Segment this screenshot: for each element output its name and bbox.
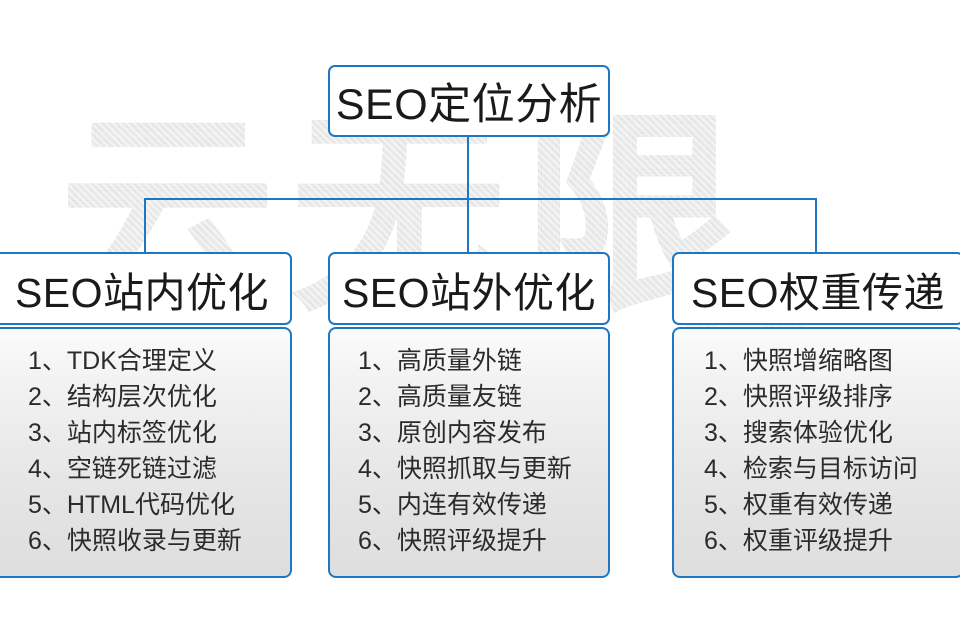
list-item: 6、快照收录与更新 xyxy=(28,527,242,555)
list-item: 2、快照评级排序 xyxy=(704,383,893,411)
list-item: 4、检索与目标访问 xyxy=(704,455,918,483)
list-item: 6、快照评级提升 xyxy=(358,527,547,555)
list-item: 2、高质量友链 xyxy=(358,383,522,411)
list-item: 5、内连有效传递 xyxy=(358,491,547,519)
column-body-weight-transfer: 1、快照增缩略图 2、快照评级排序 3、搜索体验优化 4、检索与目标访问 5、权… xyxy=(672,327,960,578)
list-item: 3、原创内容发布 xyxy=(358,419,547,447)
root-node-label: SEO定位分析 xyxy=(335,81,603,129)
list-item: 1、高质量外链 xyxy=(358,347,522,375)
list-item: 4、空链死链过滤 xyxy=(28,455,217,483)
connector-drop-middle xyxy=(467,198,469,253)
connector-root-stem xyxy=(467,136,469,200)
connector-horizontal-bus xyxy=(144,198,817,200)
list-item: 3、站内标签优化 xyxy=(28,419,217,447)
column-body-on-site: 1、TDK合理定义 2、结构层次优化 3、站内标签优化 4、空链死链过滤 5、H… xyxy=(0,327,292,578)
root-node[interactable]: SEO定位分析 xyxy=(328,65,610,137)
list-item: 4、快照抓取与更新 xyxy=(358,455,572,483)
connector-drop-right xyxy=(815,198,817,253)
column-header-label: SEO站外优化 xyxy=(341,269,597,316)
list-item: 2、结构层次优化 xyxy=(28,383,217,411)
list-item: 3、搜索体验优化 xyxy=(704,419,893,447)
column-header-weight-transfer[interactable]: SEO权重传递 xyxy=(672,252,960,325)
column-header-label: SEO权重传递 xyxy=(690,269,946,316)
column-body-off-site: 1、高质量外链 2、高质量友链 3、原创内容发布 4、快照抓取与更新 5、内连有… xyxy=(328,327,610,578)
column-header-on-site[interactable]: SEO站内优化 xyxy=(0,252,292,325)
list-item: 1、快照增缩略图 xyxy=(704,347,893,375)
list-item: 6、权重评级提升 xyxy=(704,527,893,555)
connector-drop-left xyxy=(144,198,146,253)
column-header-label: SEO站内优化 xyxy=(14,269,270,316)
list-item: 5、权重有效传递 xyxy=(704,491,893,519)
list-item: 5、HTML代码优化 xyxy=(28,491,235,519)
column-header-off-site[interactable]: SEO站外优化 xyxy=(328,252,610,325)
list-item: 1、TDK合理定义 xyxy=(28,347,217,375)
